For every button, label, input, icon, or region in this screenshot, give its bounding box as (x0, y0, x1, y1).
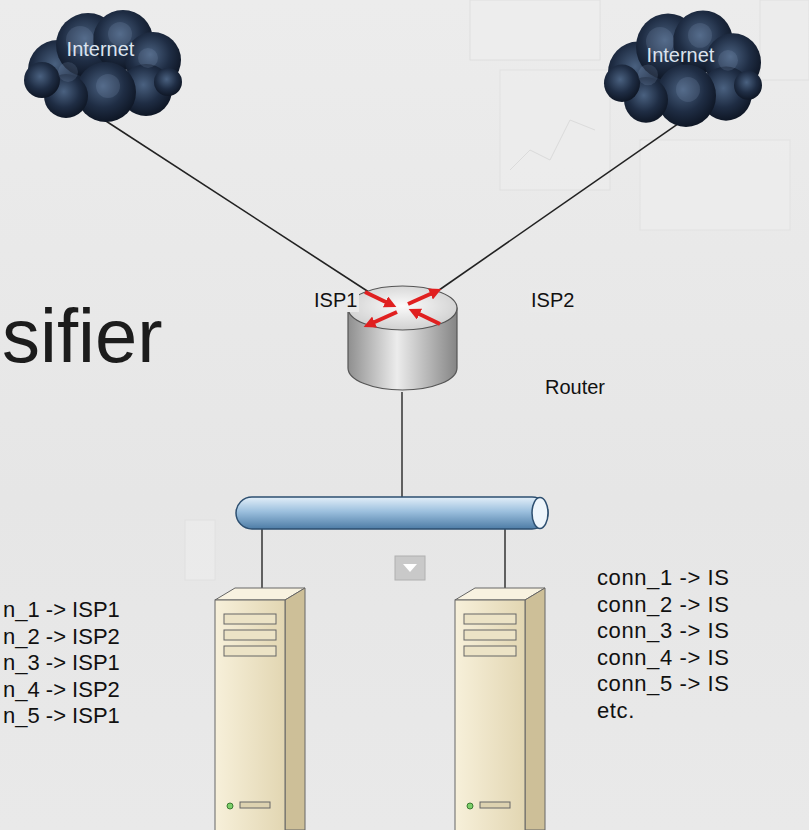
routing-entry: n_4 -> ISP2 (3, 677, 120, 702)
routing-entry: conn_5 -> IS (597, 671, 730, 696)
uplink-line (101, 118, 369, 292)
uplink-line (437, 122, 681, 291)
dropdown-widget (395, 556, 425, 580)
lan-wire (262, 392, 505, 593)
routing-entry: conn_1 -> IS (597, 565, 730, 590)
cloud-label: Internet (18, 38, 183, 61)
routing-entry: n_3 -> ISP1 (3, 650, 120, 675)
router-cylinder (348, 286, 457, 390)
internet-cloud: Internet (18, 0, 183, 125)
server-tower (455, 588, 545, 830)
faint-backdrop (185, 0, 809, 580)
title-fragment: sifier (2, 292, 162, 379)
isp-label: ISP2 (529, 289, 576, 312)
routing-entry: etc. (597, 698, 635, 723)
server-tower (215, 588, 305, 830)
device-label: Router (545, 376, 605, 399)
network-bus (236, 497, 548, 529)
cloud-shape (604, 10, 762, 126)
cloud-label: Internet (598, 44, 763, 67)
routing-entry: n_2 -> ISP2 (3, 624, 120, 649)
routing-entry: n_1 -> ISP1 (3, 597, 120, 622)
cloud-shape (24, 10, 182, 122)
routing-entry: conn_4 -> IS (597, 645, 730, 670)
routing-entry: n_5 -> ISP1 (3, 703, 120, 728)
router-node: Router (345, 280, 460, 395)
internet-cloud: Internet (598, 0, 763, 130)
routing-entry: conn_2 -> IS (597, 592, 730, 617)
routing-entry: conn_3 -> IS (597, 618, 730, 643)
isp-label: ISP1 (312, 289, 359, 312)
